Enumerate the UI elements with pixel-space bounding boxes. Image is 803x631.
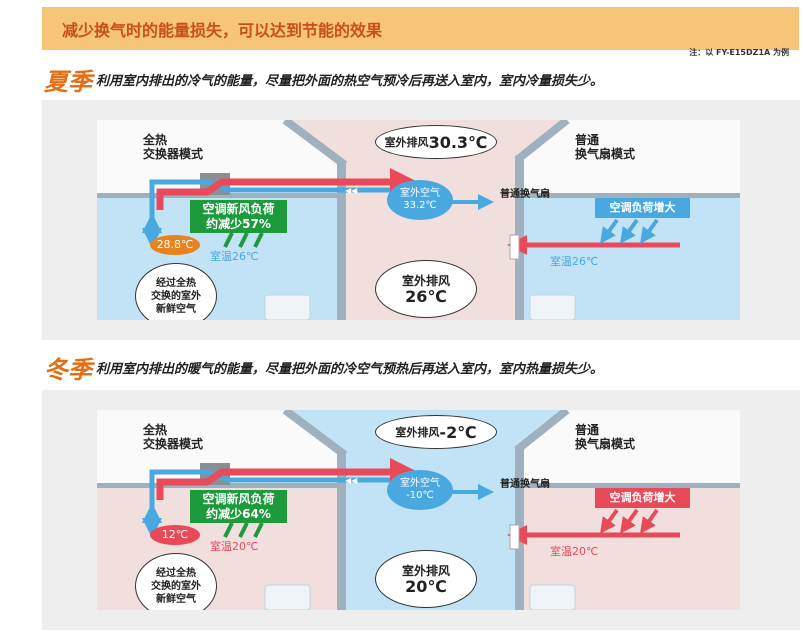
right-mode-label: 普通 换气扇模式	[575, 133, 636, 161]
season-heading: 冬季利用室内排出的暖气的能量，尽量把外面的冷空气预热后再送入室内，室内热量损失少…	[44, 350, 604, 384]
right-room-temp: 室温20℃	[550, 545, 599, 558]
exhaust-label: 室外排风	[384, 135, 429, 149]
fan-label: 普通换气扇	[500, 479, 550, 490]
reduction-line2: 约减少57%	[206, 217, 271, 231]
left-mode-label: 全热 交换器模式	[143, 133, 204, 161]
svg-text:◀◀: ◀◀	[345, 186, 358, 195]
fresh-air-bubble: 经过全热 交换的室外 新鲜空气	[135, 263, 217, 320]
supply-temp-ellipse: 12℃	[150, 525, 200, 545]
right-mode-label: 普通 换气扇模式	[575, 423, 636, 451]
left-mode-label: 全热 交换器模式	[143, 423, 204, 451]
outdoor-air-temp: -10℃	[406, 490, 434, 501]
supply-temp-ellipse: 28.8℃	[150, 235, 200, 255]
outdoor-air-label: 室外空气	[400, 188, 440, 199]
right-room-temp: 室温26℃	[550, 255, 599, 268]
load-reduction-box: 空调新风负荷约减少57%	[190, 200, 287, 233]
fan-label: 普通换气扇	[500, 189, 550, 200]
load-increase-box: 空调负荷增大	[595, 488, 690, 508]
reduction-line1: 空调新风负荷	[202, 492, 275, 506]
diagram-panel: ◀◀ 全热 交换器模式 普通 换气扇模式 室外排风-2℃ 室外空气-10℃ 普通…	[42, 390, 800, 630]
outdoor-air-label: 室外空气	[400, 478, 440, 489]
outdoor-air-ellipse: 室外空气-10℃	[387, 470, 453, 510]
left-room-temp: 室温26℃	[210, 250, 259, 263]
left-room-temp: 室温20℃	[210, 540, 259, 553]
model-note: 注：以 FY-E15DZ1A 为例	[689, 48, 789, 57]
outdoor-air-temp: 33.2℃	[403, 200, 437, 211]
svg-text:◀◀: ◀◀	[345, 476, 358, 485]
fresh-air-bubble: 经过全热 交换的室外 新鲜空气	[135, 553, 217, 610]
load-reduction-box: 空调新风负荷约减少64%	[190, 490, 287, 523]
header-banner: 减少换气时的能量损失，可以达到节能的效果 注：以 FY-E15DZ1A 为例	[42, 7, 799, 57]
room-exhaust-label: 室外排风	[401, 274, 450, 288]
exhaust-temp: -2℃	[439, 422, 477, 442]
load-increase-box: 空调负荷增大	[595, 198, 690, 218]
season-name: 冬季	[44, 356, 92, 384]
season-heading: 夏季利用室内排出的冷气的能量，尽量把外面的热空气预冷后再送入室内，室内冷量损失少…	[44, 62, 604, 96]
banner-title: 减少换气时的能量损失，可以达到节能的效果	[62, 21, 383, 40]
exhaust-label: 室外排风	[395, 425, 440, 439]
season-description: 利用室内排出的冷气的能量，尽量把外面的热空气预冷后再送入室内，室内冷量损失少。	[96, 74, 604, 89]
room-exhaust-label: 室外排风	[401, 564, 450, 578]
reduction-line2: 约减少64%	[206, 507, 271, 521]
room-exhaust-temp: 20℃	[405, 577, 447, 596]
reduction-line1: 空调新风负荷	[202, 202, 275, 216]
room-exhaust-temp: 26℃	[405, 287, 447, 306]
exhaust-temp: 30.3℃	[428, 132, 488, 152]
house-diagram: ◀◀ 全热 交换器模式 普通 换气扇模式 室外排风-2℃ 室外空气-10℃ 普通…	[97, 410, 740, 610]
exhaust-temp-bubble: 室外排风-2℃	[375, 415, 497, 449]
season-description: 利用室内排出的暖气的能量，尽量把外面的冷空气预热后再送入室内，室内热量损失少。	[96, 362, 604, 377]
season-name: 夏季	[44, 68, 92, 96]
